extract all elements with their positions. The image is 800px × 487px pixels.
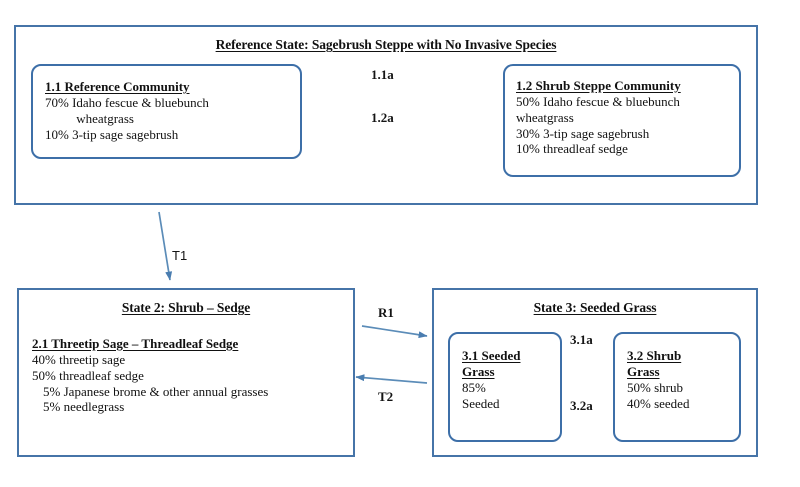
community-1-2-line-2: wheatgrass [516, 109, 574, 125]
community-3-1-body: 3.1 Seeded Grass 85% Seeded [462, 348, 556, 411]
community-3-2-line-2: 40% seeded [627, 395, 690, 411]
arrow-label-t2: T2 [378, 389, 394, 404]
state-2-line-1: 40% threetip sage [32, 351, 126, 367]
arrow-t2 [355, 374, 428, 384]
state-2-title: State 2: Shrub – Sedge [121, 300, 251, 315]
community-3-2-line-1: 50% shrub [627, 379, 683, 395]
community-1-1-heading: 1.1 Reference Community [45, 79, 190, 94]
community-box-3-2[interactable]: 3.2 Shrub Grass 50% shrub 40% seeded [613, 332, 741, 442]
state-2-line-4: 5% needlegrass [43, 399, 125, 415]
state-2-line-2: 50% threadleaf sedge [32, 367, 144, 383]
arrow-t1 [158, 211, 173, 281]
community-3-2-body: 3.2 Shrub Grass 50% shrub 40% seeded [627, 348, 735, 411]
community-3-2-heading-line-1: 3.2 Shrub [627, 348, 682, 363]
community-1-1-body: 1.1 Reference Community 70% Idaho fescue… [45, 79, 292, 142]
state-2-community-heading: 2.1 Threetip Sage – Threadleaf Sedge [32, 336, 239, 351]
community-1-1-line-1: 70% Idaho fescue & bluebunch [45, 94, 209, 110]
reference-state-title: Reference State: Sagebrush Steppe with N… [215, 37, 557, 52]
state-3-title: State 3: Seeded Grass [533, 300, 657, 315]
community-3-1-line-1: 85% [462, 379, 486, 395]
arrow-label-t1: T1 [172, 248, 188, 263]
community-3-1-heading-line-1: 3.1 Seeded [462, 348, 521, 363]
arrow-label-1-1a: 1.1a [371, 67, 394, 82]
community-1-1-line-3: 10% 3-tip sage sagebrush [45, 126, 179, 142]
community-3-2-heading-line-2: Grass [627, 363, 660, 379]
community-1-2-line-4: 10% threadleaf sedge [516, 141, 628, 157]
state-2-box: State 2: Shrub – Sedge 2.1 Threetip Sage… [17, 288, 355, 457]
arrow-r1 [361, 325, 428, 339]
community-3-1-line-2: Seeded [462, 395, 500, 411]
community-box-1-1[interactable]: 1.1 Reference Community 70% Idaho fescue… [31, 64, 302, 159]
arrow-label-3-2a: 3.2a [570, 398, 593, 413]
community-1-2-body: 1.2 Shrub Steppe Community 50% Idaho fes… [516, 78, 733, 157]
arrow-label-3-1a: 3.1a [570, 332, 593, 347]
state-2-body: 2.1 Threetip Sage – Threadleaf Sedge 40%… [32, 336, 347, 415]
community-1-2-heading: 1.2 Shrub Steppe Community [516, 78, 681, 93]
community-1-2-line-3: 30% 3-tip sage sagebrush [516, 125, 650, 141]
community-box-1-2[interactable]: 1.2 Shrub Steppe Community 50% Idaho fes… [503, 64, 741, 177]
community-3-1-heading-line-2: Grass [462, 363, 495, 379]
state-2-line-3: 5% Japanese brome & other annual grasses [43, 383, 269, 399]
community-box-3-1[interactable]: 3.1 Seeded Grass 85% Seeded [448, 332, 562, 442]
arrow-label-r1: R1 [378, 305, 394, 320]
community-1-1-line-2: wheatgrass [76, 110, 134, 126]
arrow-label-1-2a: 1.2a [371, 110, 394, 125]
community-1-2-line-1: 50% Idaho fescue & bluebunch [516, 93, 680, 109]
